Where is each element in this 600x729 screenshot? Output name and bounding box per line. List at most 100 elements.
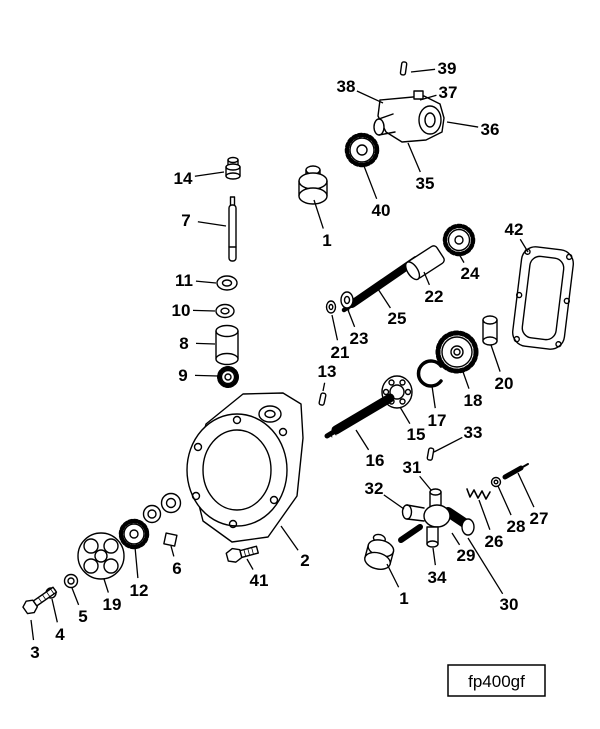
washer-23 (340, 291, 354, 309)
leader-line-41 (246, 558, 254, 570)
leader-line-19 (103, 578, 109, 593)
leader-line-30 (467, 537, 504, 595)
coupling-19 (77, 532, 125, 580)
leader-line-8 (195, 342, 216, 345)
leader-line-25 (377, 288, 391, 309)
leader-lines (30, 68, 535, 641)
parts-drawing (22, 61, 574, 615)
callout-13: 13 (318, 362, 337, 381)
callout-22: 22 (425, 287, 444, 306)
leader-line-4 (51, 598, 58, 623)
leader-line-12 (134, 546, 139, 579)
leader-line-39 (410, 68, 436, 73)
pin-27 (502, 463, 529, 480)
gear-40 (344, 132, 380, 168)
leader-line-7 (197, 221, 227, 227)
governor-gear-18 (435, 330, 479, 374)
leader-line-28 (497, 485, 512, 516)
rod-7 (228, 196, 237, 262)
pin-13 (318, 392, 327, 406)
leader-line-17 (431, 385, 436, 409)
callout-21: 21 (331, 343, 350, 362)
snap-ring-17 (416, 359, 443, 388)
callout-14: 14 (174, 169, 193, 188)
callout-9: 9 (178, 366, 187, 385)
callout-15: 15 (407, 425, 426, 444)
leader-line-21 (331, 314, 339, 341)
callout-7: 7 (181, 211, 190, 230)
seal-10 (215, 303, 235, 319)
washer-5 (63, 573, 79, 589)
leader-line-14 (194, 171, 225, 177)
callout-29: 29 (457, 546, 476, 565)
pump-shaft-16 (324, 393, 395, 439)
leader-line-18 (461, 368, 470, 389)
callout-24: 24 (461, 264, 480, 283)
leader-line-23 (347, 309, 356, 328)
leader-line-1 (386, 563, 400, 588)
leader-line-34 (432, 547, 437, 566)
callout-11: 11 (175, 271, 193, 290)
figure-code-box: fp400gf (447, 664, 546, 697)
callout-2: 2 (300, 551, 309, 570)
callout-6: 6 (172, 559, 181, 578)
callout-42: 42 (505, 220, 524, 239)
leader-line-13 (322, 382, 326, 392)
bolt-3 (22, 586, 58, 615)
pump-housing-2 (186, 392, 304, 543)
leader-line-26 (478, 499, 491, 530)
pin-33 (426, 447, 435, 461)
spring-26 (466, 488, 491, 500)
sleeve-8 (215, 324, 239, 366)
leader-line-29 (451, 532, 461, 546)
leader-line-31 (419, 475, 432, 491)
gear-9 (217, 366, 239, 388)
leader-line-42 (519, 238, 529, 253)
figure-code-border (447, 664, 546, 697)
leader-line-15 (399, 406, 411, 425)
washer-11 (216, 275, 238, 291)
leader-line-38 (356, 90, 384, 104)
callout-8: 8 (179, 334, 188, 353)
callout-37: 37 (439, 83, 458, 102)
callout-28: 28 (507, 517, 526, 536)
leader-line-3 (30, 619, 35, 641)
callout-39: 39 (438, 59, 457, 78)
drive-hub-1-bottom (364, 533, 395, 571)
leader-line-27 (517, 472, 535, 508)
callout-33: 33 (464, 423, 483, 442)
washer-21 (325, 300, 337, 314)
collar-14 (225, 156, 241, 180)
leader-line-10 (192, 309, 216, 312)
spacer-20 (482, 315, 498, 346)
callout-36: 36 (481, 120, 500, 139)
leader-line-9 (194, 374, 219, 377)
callout-1: 1 (322, 231, 331, 250)
callout-4: 4 (55, 625, 65, 644)
gear-12 (118, 518, 150, 550)
callout-40: 40 (372, 201, 391, 220)
drive-hub-1-top (298, 165, 328, 205)
callout-41: 41 (250, 571, 269, 590)
callout-1: 1 (399, 589, 408, 608)
leader-line-16 (355, 429, 370, 451)
governor-arm-assembly (398, 488, 475, 548)
callout-16: 16 (366, 451, 385, 470)
leader-line-24 (458, 253, 465, 263)
leader-line-35 (407, 142, 421, 173)
callout-38: 38 (337, 77, 356, 96)
pin-39 (399, 61, 408, 76)
callout-26: 26 (485, 532, 504, 551)
callout-31: 31 (403, 458, 422, 477)
leader-line-20 (490, 344, 501, 372)
gasket-42 (512, 246, 574, 350)
callout-12: 12 (130, 581, 149, 600)
leader-line-40 (363, 165, 378, 200)
callout-5: 5 (78, 607, 87, 626)
callout-18: 18 (464, 391, 483, 410)
sleeve-22 (405, 245, 445, 281)
callout-10: 10 (172, 301, 191, 320)
rocker-bracket-assembly (373, 90, 445, 143)
